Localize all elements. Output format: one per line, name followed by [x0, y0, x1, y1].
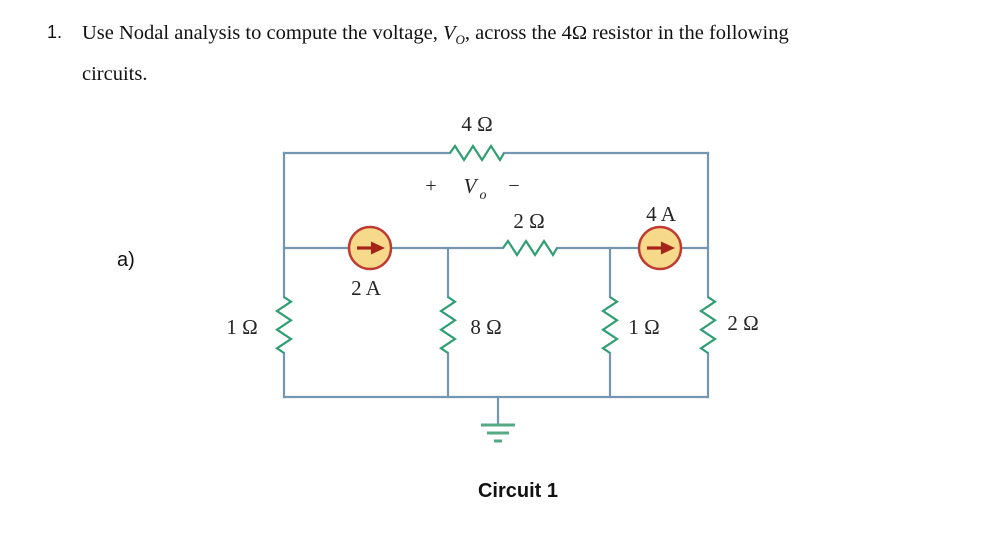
resistor-2ohm-right	[699, 296, 717, 354]
vo-circuit-subscript: o	[480, 188, 487, 203]
label-resistor-2ohm-middle: 2 Ω	[513, 209, 544, 233]
vo-symbol: V	[442, 22, 456, 44]
circuit-caption: Circuit 1	[478, 480, 558, 502]
vo-minus-sign: −	[508, 175, 519, 197]
problem-number: 1.	[47, 22, 63, 42]
resistors	[275, 143, 717, 354]
right-arrow-icon	[371, 241, 385, 255]
label-resistor-2ohm-right: 2 Ω	[727, 311, 758, 335]
resistor-4ohm	[449, 143, 505, 163]
problem-text-after-vo: , across the 4Ω resistor in the followin…	[464, 22, 789, 44]
resistor-1ohm-branch	[601, 296, 619, 354]
ground-icon	[481, 423, 515, 443]
vo-circuit-symbol: V	[464, 174, 479, 198]
resistor-8ohm	[439, 296, 457, 354]
current-source-2a	[347, 225, 393, 271]
current-source-4a	[637, 225, 683, 271]
label-source-4a: 4 A	[646, 202, 677, 226]
label-resistor-4ohm: 4 Ω	[461, 112, 492, 136]
part-a-label: a)	[117, 249, 135, 271]
problem-text-before-vo: Use Nodal analysis to compute the voltag…	[82, 22, 443, 44]
problem-text-line2: circuits.	[82, 63, 148, 86]
vo-plus-sign: +	[425, 175, 436, 197]
wires	[282, 151, 710, 426]
label-source-2a: 2 A	[351, 276, 382, 300]
right-arrow-icon	[661, 241, 675, 255]
resistor-1ohm-left	[275, 296, 293, 354]
label-resistor-1ohm-branch: 1 Ω	[628, 315, 659, 339]
label-resistor-1ohm-left: 1 Ω	[226, 315, 257, 339]
problem-statement: Use Nodal analysis to compute the voltag…	[82, 16, 962, 91]
component-labels: 4 Ω + V o − 2 Ω 4 A 2 A 1 Ω 8 Ω 1 Ω 2 Ω	[226, 112, 758, 339]
resistor-2ohm-middle	[502, 238, 558, 258]
vo-subscript: O	[455, 32, 465, 48]
label-resistor-8ohm: 8 Ω	[470, 315, 501, 339]
